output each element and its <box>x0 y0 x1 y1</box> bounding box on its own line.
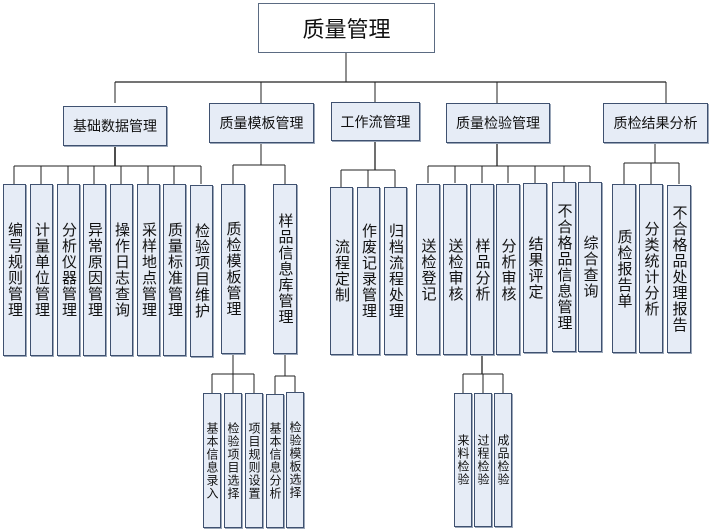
leaf-node: 综合查询 <box>578 182 602 352</box>
leaf-node: 分析审核 <box>496 184 520 355</box>
leaf-label: 质量标准管理 <box>166 222 184 318</box>
leaf-node: 检验项目维护 <box>190 185 213 357</box>
leaf-label: 过程检验 <box>476 434 490 486</box>
leaf-node: 分类统计分析 <box>639 184 663 353</box>
leaf-node: 不合格品信息管理 <box>552 182 576 352</box>
leaf-label: 质检报告单 <box>615 228 634 309</box>
leaf-node: 流程定制 <box>330 187 353 355</box>
module-quality-template: 质量模板管理 <box>209 103 314 143</box>
module-label: 工作流管理 <box>340 114 411 131</box>
leaf-node: 基本信息录入 <box>203 393 221 528</box>
leaf-node: 样品信息库管理 <box>273 184 297 354</box>
leaf-label: 结果评定 <box>526 236 545 300</box>
leaf-label: 流程定制 <box>333 239 351 303</box>
leaf-label: 编号规则管理 <box>6 222 24 318</box>
leaf-node: 样品分析 <box>470 184 494 355</box>
leaf-label: 操作日志查询 <box>113 222 131 318</box>
leaf-label: 检验模板选择 <box>288 421 302 499</box>
leaf-label: 项目规则设置 <box>247 421 261 500</box>
leaf-node: 结果评定 <box>523 183 547 353</box>
leaf-label: 采样地点管理 <box>140 222 158 318</box>
leaf-node: 来料检验 <box>454 393 472 527</box>
module-result-analysis: 质检结果分析 <box>603 103 708 143</box>
leaf-node: 成品检验 <box>494 393 512 527</box>
leaf-label: 分析审核 <box>499 237 518 302</box>
module-label: 基础数据管理 <box>73 119 157 135</box>
leaf-label: 不合格品信息管理 <box>555 203 574 331</box>
leaf-node: 送检登记 <box>416 184 440 355</box>
leaf-label: 作废记录管理 <box>360 223 378 319</box>
leaf-label: 计量单位管理 <box>33 222 51 318</box>
leaf-node: 编号规则管理 <box>3 184 26 356</box>
leaf-label: 送检审核 <box>446 237 465 302</box>
module-quality-inspection: 质量检验管理 <box>446 103 550 143</box>
leaf-label: 成品检验 <box>496 434 510 486</box>
leaf-label: 分类统计分析 <box>642 220 661 317</box>
module-label: 质量检验管理 <box>456 116 540 132</box>
leaf-label: 综合查询 <box>581 235 600 299</box>
leaf-node: 检验项目选择 <box>224 393 242 528</box>
leaf-label: 送检登记 <box>419 237 438 302</box>
leaf-node: 分析仪器管理 <box>57 184 80 356</box>
leaf-label: 不合格品处理报告 <box>670 205 689 333</box>
leaf-label: 分析仪器管理 <box>60 222 78 318</box>
leaf-node: 计量单位管理 <box>30 184 53 356</box>
root-label: 质量管理 <box>302 18 391 43</box>
leaf-label: 检验项目维护 <box>193 223 211 319</box>
leaf-label: 样品信息库管理 <box>276 213 295 325</box>
leaf-node: 送检审核 <box>443 184 467 355</box>
leaf-label: 基本信息分析 <box>268 422 282 500</box>
leaf-node: 归档流程处理 <box>384 187 407 355</box>
leaf-node: 作废记录管理 <box>357 187 380 355</box>
leaf-label: 异常原因管理 <box>86 222 104 318</box>
leaf-label: 质检模板管理 <box>224 221 243 317</box>
leaf-label: 样品分析 <box>473 237 492 302</box>
leaf-node: 不合格品处理报告 <box>667 185 691 353</box>
module-workflow: 工作流管理 <box>331 102 420 141</box>
leaf-node: 异常原因管理 <box>83 184 106 356</box>
leaf-label: 来料检验 <box>456 434 470 486</box>
leaf-node: 项目规则设置 <box>245 393 263 528</box>
leaf-node: 质检报告单 <box>612 184 636 353</box>
leaf-label: 归档流程处理 <box>387 223 405 319</box>
module-basic-data: 基础数据管理 <box>63 106 167 146</box>
leaf-node: 采样地点管理 <box>137 184 160 356</box>
module-label: 质量模板管理 <box>219 116 304 132</box>
leaf-node: 检验模板选择 <box>286 392 304 528</box>
module-label: 质检结果分析 <box>613 116 698 132</box>
leaf-node: 操作日志查询 <box>110 184 133 356</box>
leaf-node: 质检模板管理 <box>221 184 245 354</box>
leaf-node: 基本信息分析 <box>266 394 284 528</box>
leaf-node: 过程检验 <box>474 393 492 527</box>
leaf-label: 基本信息录入 <box>205 421 219 500</box>
root-node: 质量管理 <box>258 3 435 53</box>
leaf-label: 检验项目选择 <box>226 421 240 500</box>
leaf-node: 质量标准管理 <box>163 184 186 356</box>
